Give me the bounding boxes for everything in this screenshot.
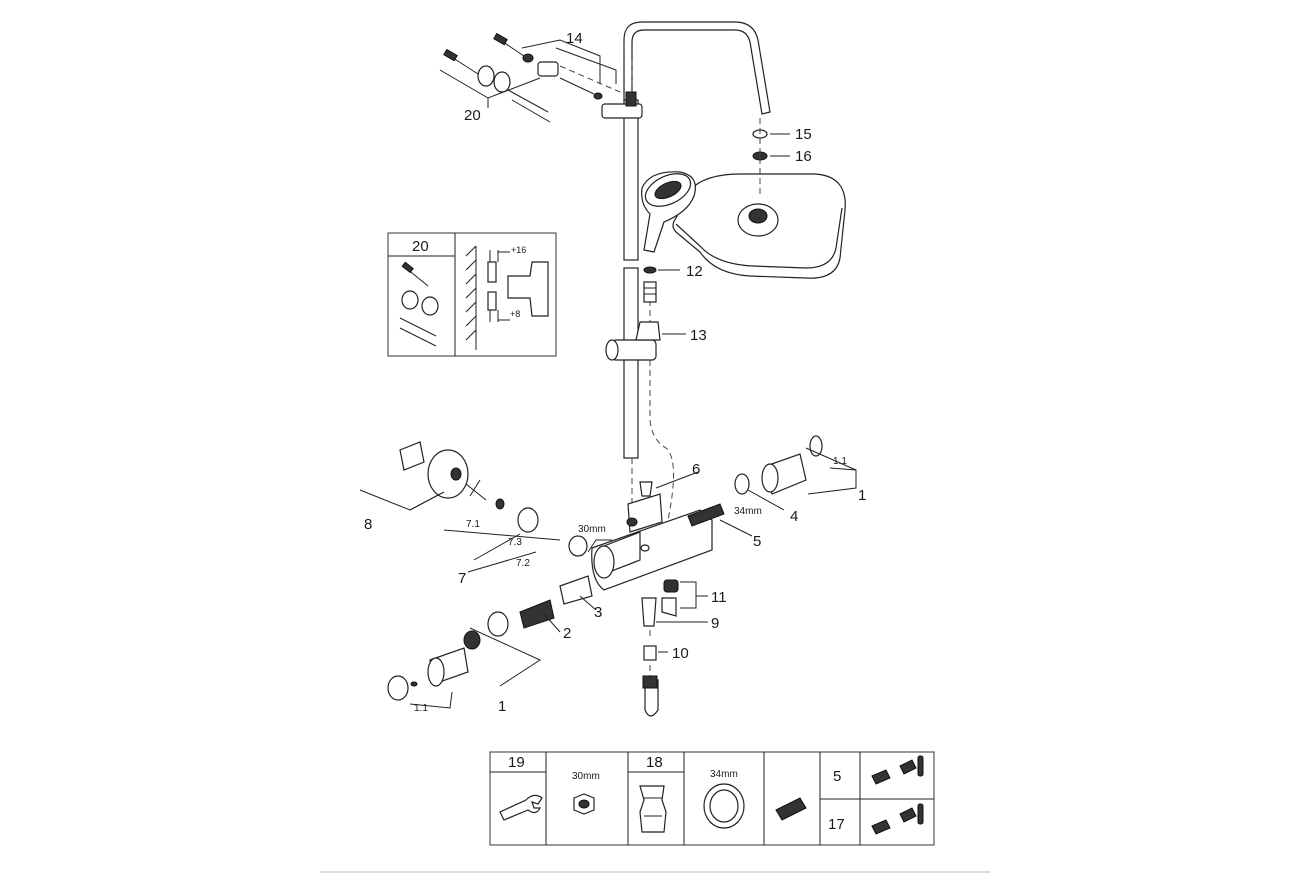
callout-6: 6 (692, 461, 700, 478)
callout-11: 11 (711, 589, 727, 606)
callout-9: 9 (711, 615, 719, 632)
callout-34mm: 34mm (734, 506, 762, 517)
inset-wall-kit-20: 20 +16 +8 (387, 232, 557, 357)
callout-1-1-right: 1.1 (833, 456, 847, 467)
callout-1-right: 1 (858, 487, 866, 504)
callout-15: 15 (795, 126, 812, 143)
inset-dim-bottom: +8 (510, 309, 520, 319)
callout-10: 10 (672, 645, 689, 662)
tools-cell-30mm: 30mm (572, 771, 600, 782)
callout-leaders-top (439, 39, 790, 335)
thermostatic-mixer (591, 435, 823, 661)
shower-riser (601, 21, 771, 717)
callout-7-2: 7.2 (516, 558, 530, 569)
callout-labels: 14 20 15 16 12 13 6 1.1 1 4 34mm 5 8 7.1… (364, 30, 866, 715)
callout-12: 12 (686, 263, 703, 280)
inset-label: 20 (412, 238, 429, 255)
wall-mount-kit (443, 32, 621, 123)
callout-1-1-left: 1.1 (414, 703, 428, 714)
inset-dim-top: +16 (511, 245, 526, 255)
callout-5: 5 (753, 533, 761, 550)
cartridge-cold-icon (871, 819, 891, 835)
callout-30mm: 30mm (578, 524, 606, 535)
wrench-icon (499, 794, 543, 821)
callout-14: 14 (566, 30, 583, 47)
callout-3: 3 (594, 604, 602, 621)
tools-cell-19: 19 (508, 754, 525, 771)
left-components (387, 441, 593, 701)
callout-13: 13 (690, 327, 707, 344)
tools-table: 19 30mm 18 34mm 5 17 (489, 751, 935, 846)
callout-8: 8 (364, 516, 372, 533)
tools-row-5: 5 (833, 768, 841, 785)
callout-16: 16 (795, 148, 812, 165)
callout-2: 2 (563, 625, 571, 642)
cartridge-icon (775, 797, 807, 821)
callout-1-left: 1 (498, 698, 506, 715)
callout-4: 4 (790, 508, 798, 525)
cartridge-hot-icon (871, 769, 891, 785)
slider-13 (605, 321, 661, 361)
tools-row-17: 17 (828, 816, 845, 833)
callout-7: 7 (458, 570, 466, 587)
callout-leaders-mixer (359, 447, 857, 709)
callout-7-3: 7.3 (508, 537, 522, 548)
callout-20: 20 (464, 107, 481, 124)
tools-cell-34mm: 34mm (710, 769, 738, 780)
hand-shower (641, 171, 696, 303)
tools-cell-18: 18 (646, 754, 663, 771)
callout-7-1: 7.1 (466, 519, 480, 530)
socket-tool-icon (639, 785, 667, 833)
head-shower (672, 118, 846, 279)
